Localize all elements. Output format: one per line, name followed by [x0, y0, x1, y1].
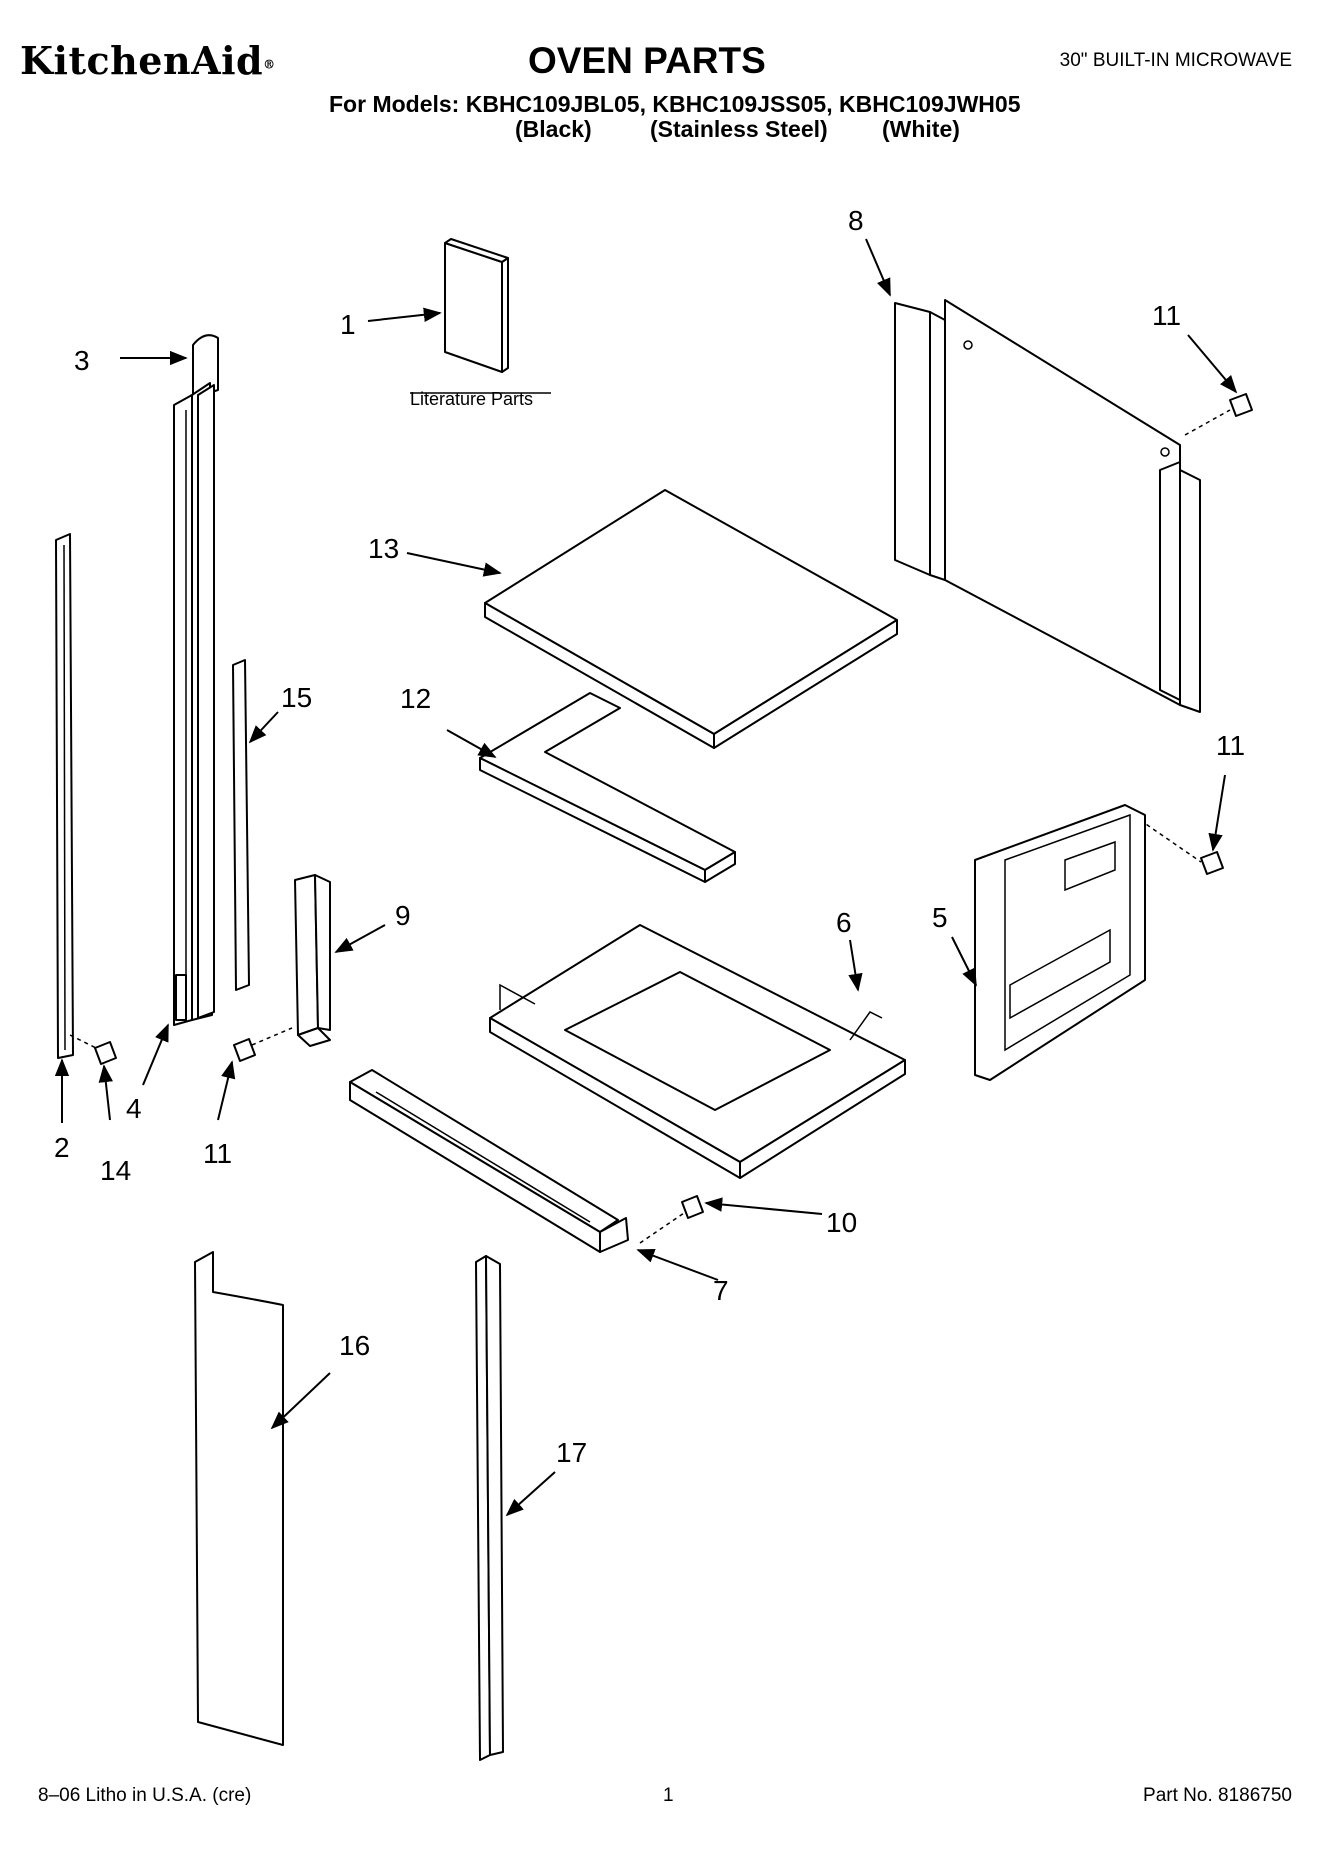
- part-13-panel: [484, 489, 898, 749]
- leader-11c: [217, 1060, 236, 1121]
- part-15-strip: [232, 659, 250, 991]
- callout-3: 3: [74, 345, 90, 376]
- leader-1: [367, 307, 442, 322]
- part-number: Part No. 8186750: [1143, 1785, 1292, 1806]
- part-4-side-rail: [173, 382, 215, 1026]
- leader-17: [505, 1471, 556, 1517]
- variant-stainless: (Stainless Steel): [650, 116, 828, 142]
- callout-15: 15: [281, 682, 312, 713]
- callout-9: 9: [395, 900, 411, 931]
- part-10-screw: [639, 1195, 704, 1244]
- leader-5: [951, 936, 977, 987]
- footer-litho: 8–06 Litho in U.S.A. (cre): [38, 1785, 252, 1806]
- callout-17: 17: [556, 1437, 587, 1468]
- callout-12: 12: [400, 683, 431, 714]
- part-16-shield: [194, 1251, 284, 1746]
- callout-5: 5: [932, 902, 948, 933]
- brand-name: KitchenAid: [20, 38, 264, 83]
- part-7-front-trim: [349, 1069, 629, 1253]
- leader-12: [446, 729, 497, 758]
- leader-15: [248, 711, 279, 744]
- callout-2: 2: [54, 1132, 70, 1163]
- callout-11b: 11: [1216, 730, 1245, 761]
- callout-13: 13: [368, 533, 399, 564]
- part-17-angle: [475, 1255, 504, 1761]
- callout-11c: 11: [203, 1138, 232, 1169]
- callout-14: 14: [100, 1155, 131, 1186]
- callout-10: 10: [826, 1207, 857, 1238]
- callout-11a: 11: [1152, 300, 1181, 331]
- product-type: 30" BUILT-IN MICROWAVE: [1059, 50, 1292, 71]
- page-title: OVEN PARTS: [528, 40, 766, 81]
- leader-4: [142, 1023, 169, 1086]
- leader-8: [865, 238, 891, 297]
- part-6-tray: [489, 924, 906, 1179]
- leader-14: [98, 1064, 113, 1121]
- leader-13: [406, 552, 502, 577]
- variant-white: (White): [882, 116, 960, 142]
- part-12-frame: [479, 692, 736, 883]
- leader-9: [334, 924, 386, 953]
- variant-black: (Black): [515, 116, 592, 142]
- part-11-screw-left: [233, 1027, 293, 1062]
- callout-8: 8: [848, 205, 864, 236]
- part-14-screw: [69, 1034, 117, 1065]
- callout-6: 6: [836, 907, 852, 938]
- part-9-bracket: [294, 874, 331, 1047]
- callout-16: 16: [339, 1330, 370, 1361]
- callout-4: 4: [126, 1093, 142, 1124]
- leader-6: [848, 939, 863, 992]
- leader-11b: [1208, 774, 1226, 852]
- leader-10: [704, 1197, 823, 1215]
- leader-11a: [1187, 334, 1238, 394]
- registered-mark: ®: [263, 57, 276, 72]
- leader-16: [270, 1372, 331, 1430]
- leader-7: [636, 1248, 719, 1281]
- part-8-side-panel: [894, 299, 1201, 713]
- literature-parts-label: Literature Parts: [410, 389, 533, 409]
- part-2-vertical-rail: [55, 533, 74, 1059]
- models-line: For Models: KBHC109JBL05, KBHC109JSS05, …: [329, 91, 1021, 117]
- page-number: 1: [663, 1785, 674, 1806]
- part-3-cap: [192, 334, 219, 399]
- part-1-literature: [410, 238, 551, 394]
- part-11-screw-mid-right: [1139, 819, 1224, 875]
- callout-7: 7: [713, 1275, 729, 1306]
- part-5-rear-bracket: [974, 804, 1146, 1081]
- part-11-screw-top-right: [1184, 393, 1253, 436]
- brand-logo: KitchenAid®: [20, 38, 276, 83]
- callout-1: 1: [340, 309, 356, 340]
